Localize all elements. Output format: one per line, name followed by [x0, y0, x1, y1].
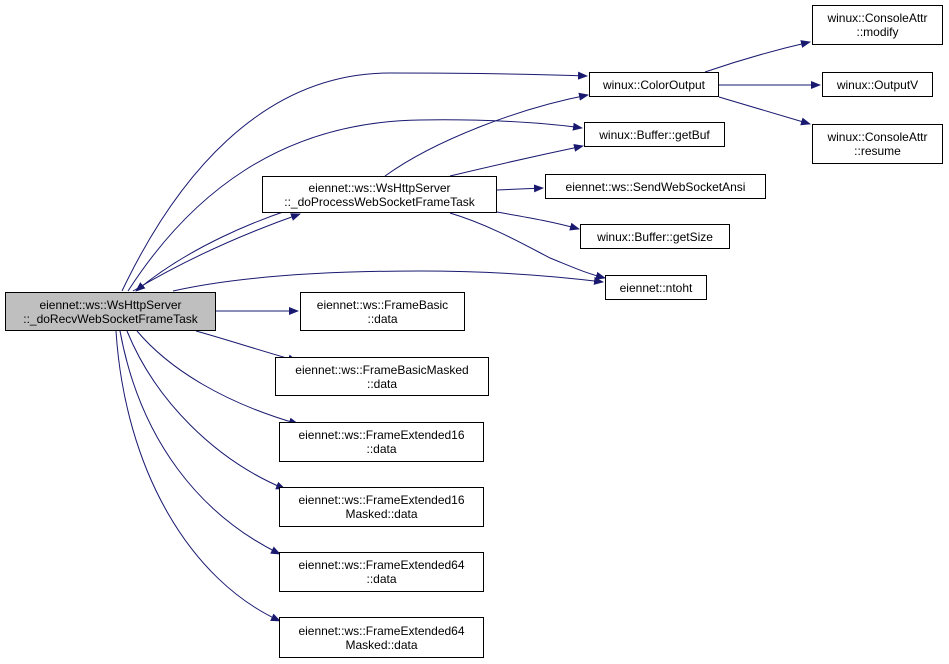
- node-label-line1: eiennet::ws::FrameExtended64: [298, 623, 465, 638]
- node-label-line2: ::_doProcessWebSocketFrameTask: [284, 194, 475, 209]
- node-frame-extended64-masked-data[interactable]: eiennet::ws::FrameExtended64 Masked::dat…: [279, 617, 484, 658]
- node-buffer-get-size[interactable]: winux::Buffer::getSize: [580, 224, 730, 249]
- node-frame-extended16-data[interactable]: eiennet::ws::FrameExtended16 ::data: [279, 422, 484, 462]
- node-label-line1: eiennet::ws::FrameBasicMasked: [295, 362, 469, 377]
- node-label-line2: ::_doRecvWebSocketFrameTask: [23, 311, 198, 326]
- edge-process-to-send-ws-ansi: [496, 184, 544, 193]
- edge-process-to-get-size: [496, 211, 580, 231]
- node-label-line1: eiennet::ws::FrameExtended64: [298, 558, 465, 572]
- node-label: eiennet::ntoht: [619, 280, 693, 295]
- node-label-line2: ::data: [366, 376, 398, 391]
- edge-process-to-color-output: [384, 92, 589, 177]
- node-label-line1: eiennet::ws::FrameExtended16: [298, 428, 465, 442]
- node-label-line2: ::data: [366, 442, 397, 456]
- edge-root-to-frame-ext16: [136, 330, 299, 426]
- edge-color-output-to-console-modify: [704, 40, 811, 73]
- node-label-line1: eiennet::ws::WsHttpServer: [39, 297, 182, 312]
- node-buffer-get-buf[interactable]: winux::Buffer::getBuf: [584, 122, 725, 147]
- node-label-line2: ::data: [366, 572, 397, 586]
- node-label: winux::Buffer::getSize: [597, 229, 713, 244]
- node-frame-basic-masked-data[interactable]: eiennet::ws::FrameBasicMasked ::data: [275, 357, 489, 396]
- node-label-line2: Masked::data: [345, 637, 418, 652]
- node-label-line1: winux::ConsoleAttr: [827, 11, 928, 25]
- node-frame-extended16-masked-data[interactable]: eiennet::ws::FrameExtended16 Masked::dat…: [279, 487, 484, 527]
- edge-root-to-frame-ext64: [119, 330, 281, 555]
- node-frame-extended64-data[interactable]: eiennet::ws::FrameExtended64 ::data: [279, 552, 484, 592]
- node-label-line2: Masked::data: [345, 507, 418, 521]
- edge-root-to-get-buf: [127, 119, 583, 292]
- edge-process-to-get-buf: [449, 143, 584, 177]
- edge-root-to-frame-ext64-masked: [115, 330, 281, 622]
- node-label-line1: eiennet::ws::WsHttpServer: [308, 180, 451, 195]
- node-label-line2: ::modify: [856, 25, 899, 39]
- edge-root-to-frame-ext16-masked: [126, 330, 286, 490]
- node-ntoht[interactable]: eiennet::ntoht: [605, 275, 707, 300]
- node-label-line1: winux::ConsoleAttr: [827, 130, 928, 144]
- node-label-line1: eiennet::ws::FrameExtended16: [298, 493, 465, 507]
- node-label-line2: ::resume: [854, 144, 901, 158]
- node-color-output[interactable]: winux::ColorOutput: [589, 72, 719, 97]
- edge-root-to-ntoht: [172, 270, 604, 292]
- node-console-attr-modify[interactable]: winux::ConsoleAttr ::modify: [812, 5, 943, 45]
- edge-color-output-to-console-resume: [718, 96, 811, 126]
- edge-root-to-process: [132, 213, 301, 292]
- edge-process-to-ntoht: [449, 212, 606, 280]
- node-label: winux::Buffer::getBuf: [599, 127, 710, 142]
- node-label-line2: ::data: [367, 311, 398, 326]
- node-do-process-websocket-frame-task[interactable]: eiennet::ws::WsHttpServer ::_doProcessWe…: [262, 176, 497, 213]
- node-send-websocket-ansi[interactable]: eiennet::ws::SendWebSocketAnsi: [545, 174, 766, 199]
- node-do-recv-websocket-frame-task: eiennet::ws::WsHttpServer ::_doRecvWebSo…: [5, 292, 216, 331]
- node-label: winux::ColorOutput: [602, 77, 706, 92]
- node-console-attr-resume[interactable]: winux::ConsoleAttr ::resume: [812, 124, 943, 164]
- node-label: winux::OutputV: [836, 77, 919, 92]
- node-label-line1: eiennet::ws::FrameBasic: [316, 297, 449, 312]
- node-output-v[interactable]: winux::OutputV: [822, 72, 933, 97]
- node-frame-basic-data[interactable]: eiennet::ws::FrameBasic ::data: [300, 292, 465, 331]
- node-label: eiennet::ws::SendWebSocketAnsi: [565, 179, 746, 194]
- edge-root-to-color-output: [121, 71, 588, 292]
